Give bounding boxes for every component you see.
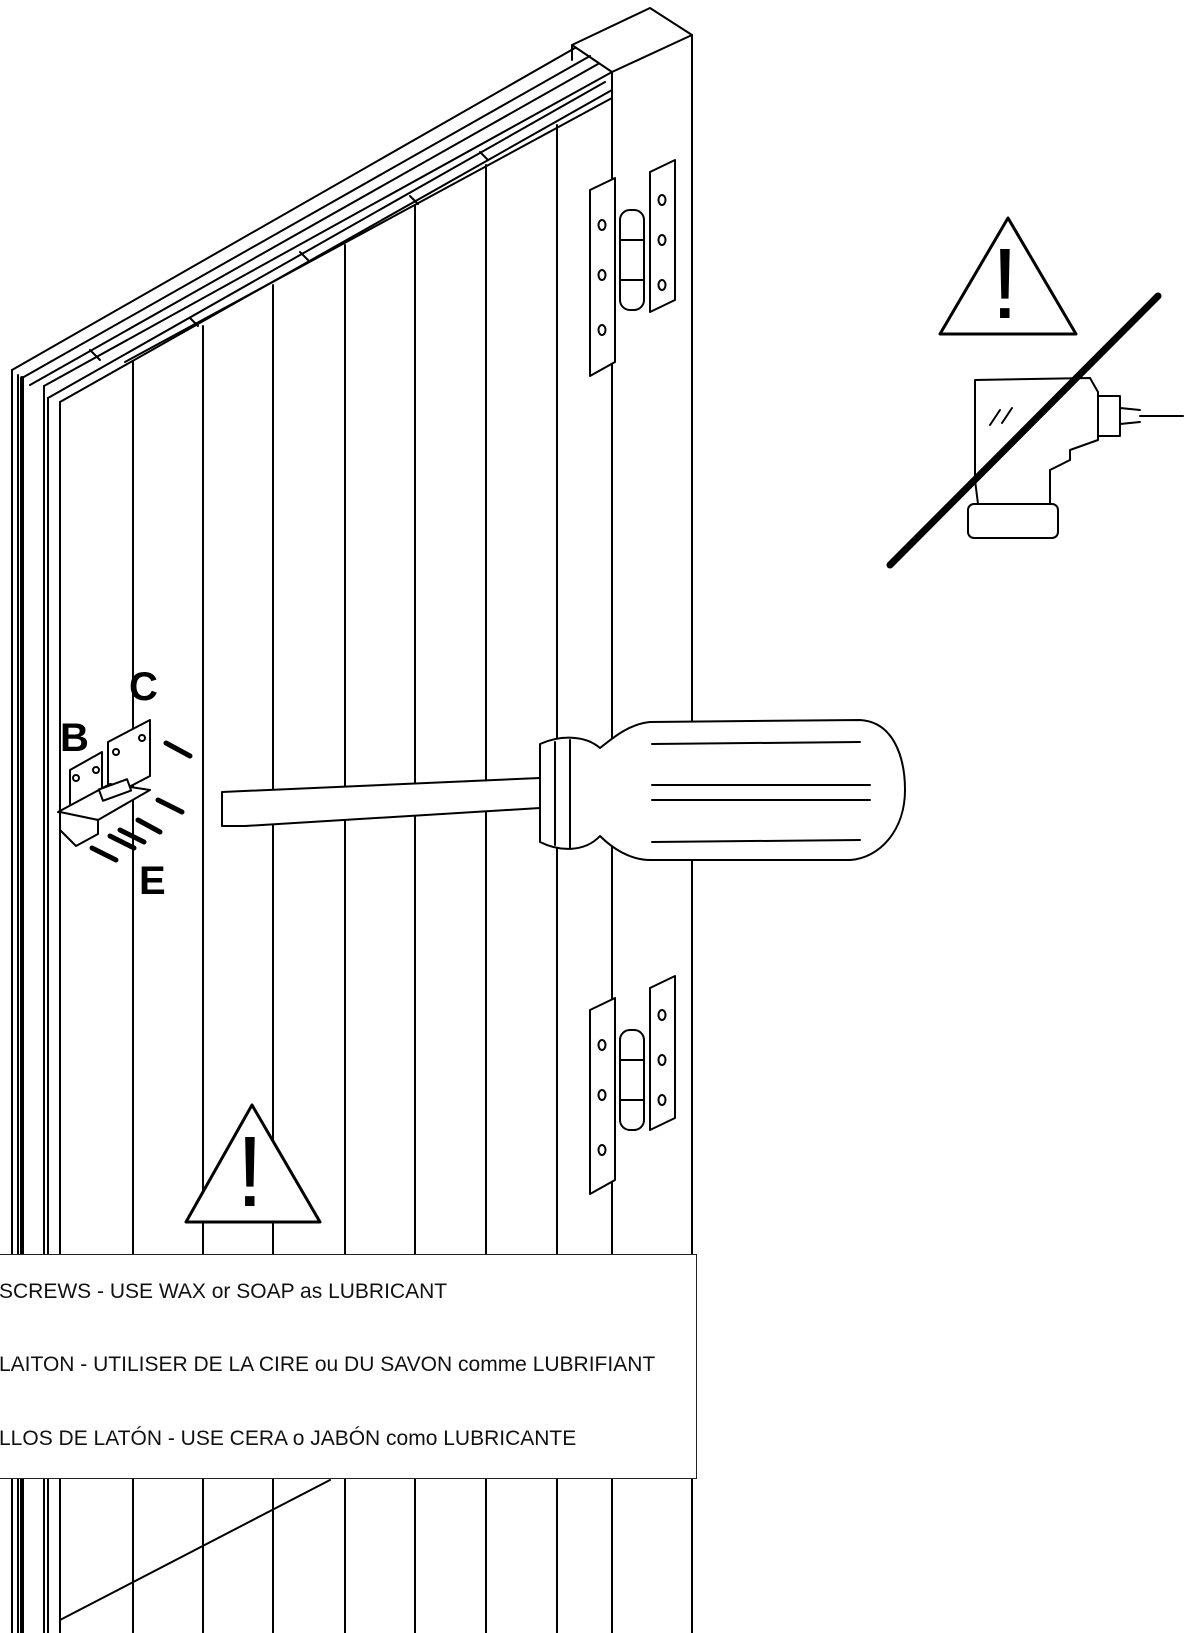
screw-icon [117,827,147,845]
latch-assembly [57,719,151,847]
notice-line-english: SCREWS - USE WAX or SOAP as LUBRICANT [0,1280,448,1303]
part-label-b: B [60,716,89,760]
upper-hinge [589,159,676,377]
screw-icon [163,740,193,759]
screws [89,740,193,863]
screw-icon [135,817,163,835]
warning-triangle-icon [938,216,1078,336]
lower-hinge [589,975,676,1195]
part-label-e: E [139,859,166,903]
screw-icon [107,833,137,851]
top-warning-symbol: ! [991,228,1019,340]
part-label-c: C [129,665,158,709]
warning-triangle-icon [184,1103,322,1224]
gate-top-rail [11,47,613,403]
notice-line-french: LAITON - UTILISER DE LA CIRE ou DU SAVON… [0,1353,656,1376]
screw-icon [155,797,185,815]
lubricant-notice-box: SCREWS - USE WAX or SOAP as LUBRICANT LA… [0,1254,697,1479]
bottom-warning-symbol: ! [236,1116,264,1228]
notice-line-spanish: LLOS DE LATÓN - USE CERA o JABÓN como LU… [0,1427,577,1450]
screwdriver-icon [221,719,906,861]
no-power-drill-icon [886,292,1184,569]
screw-icon [89,845,119,863]
